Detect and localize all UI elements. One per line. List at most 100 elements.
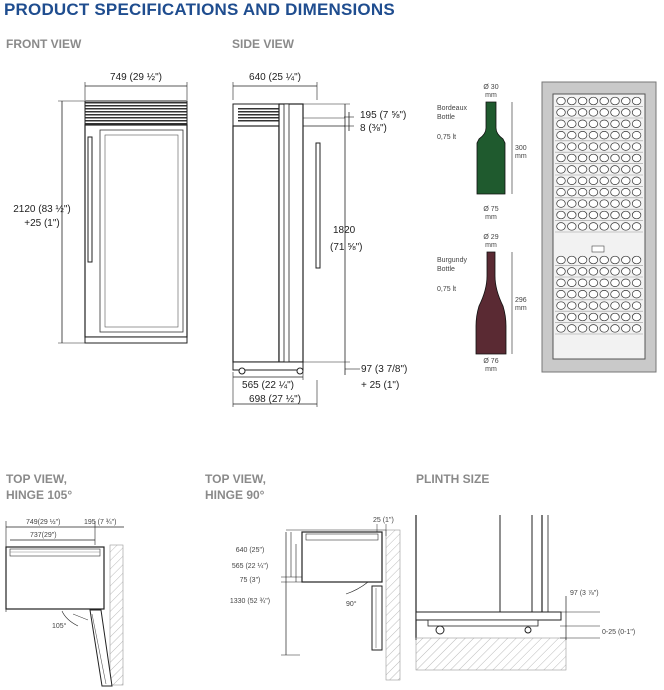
- rack-bottle: [567, 210, 577, 220]
- rack-bottle: [588, 119, 599, 128]
- rack-bottle: [621, 255, 631, 265]
- rack-bottle: [631, 301, 642, 310]
- rack-bottle: [556, 96, 566, 106]
- rack-bottle: [588, 222, 599, 231]
- burgundy-base-label: Ø 76: [483, 358, 498, 365]
- rack-bottle: [577, 188, 588, 197]
- bordeaux-bottle-spec: Bordeaux Bottle 0,75 lt Ø 30 mm 300 mm Ø…: [437, 84, 527, 221]
- burgundy-height-unit: mm: [515, 305, 527, 312]
- rack-bottle: [610, 210, 620, 220]
- rack-bottle: [621, 165, 631, 174]
- front-vent-grille: [84, 100, 188, 126]
- rack-bottle: [621, 222, 631, 231]
- rack-bottle: [621, 153, 631, 163]
- rack-bottle: [588, 210, 599, 220]
- front-door-handle: [87, 136, 93, 263]
- bordeaux-name-label: Bordeaux: [437, 105, 467, 112]
- rack-bottle: [556, 267, 566, 276]
- burgundy-name-label-2: Bottle: [437, 266, 455, 273]
- rack-bottle: [599, 188, 609, 197]
- rack-bottle: [577, 324, 588, 333]
- top-view-90-heading: TOP VIEW, HINGE 90°: [205, 472, 266, 502]
- rack-bottle: [567, 290, 577, 299]
- rack-bottle: [577, 165, 588, 174]
- rack-bottle: [631, 131, 642, 140]
- rack-bottle: [588, 312, 599, 322]
- rack-bottle: [599, 312, 609, 322]
- rack-bottle: [556, 142, 566, 151]
- rack-bottle: [610, 131, 620, 140]
- rack-bottle: [621, 119, 631, 128]
- rack-bottle: [621, 176, 631, 185]
- rack-bottle: [556, 278, 566, 287]
- plinth-base: [415, 611, 562, 621]
- top105-cabinet: [5, 546, 105, 610]
- rack-bottle: [556, 176, 566, 185]
- rack-bottle: [577, 301, 588, 310]
- top90-door-label: 75 (3"): [240, 577, 261, 584]
- rack-bottle: [567, 188, 577, 197]
- rack-bottle: [577, 290, 588, 299]
- bordeaux-height-label: 300: [515, 145, 527, 152]
- rack-bottle: [577, 119, 588, 128]
- rack-bottle: [610, 278, 620, 287]
- side-door-profile: [278, 103, 304, 363]
- side-view-heading: SIDE VIEW: [232, 37, 295, 51]
- rack-bottle: [610, 301, 620, 310]
- rack-bottle: [577, 278, 588, 287]
- rack-bottle: [599, 131, 609, 140]
- rack-bottle: [610, 188, 620, 197]
- rack-bottle: [588, 278, 599, 287]
- rack-bottle: [588, 108, 599, 117]
- rack-bottle: [631, 267, 642, 276]
- rack-bottle: [577, 142, 588, 151]
- rack-bottle: [610, 176, 620, 185]
- rack-bottle: [631, 324, 642, 333]
- rack-bottle: [610, 222, 620, 231]
- front-height-label: 2120 (83 ½"): [13, 204, 70, 215]
- rack-bottle: [631, 290, 642, 299]
- top-view-hinge-90: 25 (1") 90° 640 (25") 565 (22 ¼") 75 (3"…: [230, 517, 401, 681]
- top90-angle-label: 90°: [346, 600, 357, 608]
- side-bottom-label: 97 (3 7/8"): [361, 364, 407, 375]
- top90-depth-label: 640 (25"): [236, 547, 265, 554]
- rack-bottle: [631, 188, 642, 197]
- rack-bottle: [621, 312, 631, 322]
- rack-bottle: [567, 153, 577, 163]
- rack-bottle: [631, 278, 642, 287]
- rack-bottle: [556, 119, 566, 128]
- rack-bottle: [599, 290, 609, 299]
- rack-bottle: [631, 108, 642, 117]
- rack-bottle: [588, 142, 599, 151]
- rack-bottle: [556, 222, 566, 231]
- top-view-hinge-105: 749(29 ½") 195 (7 ¾") 737(29") 105°: [5, 518, 124, 687]
- side-door-handle: [315, 142, 321, 269]
- rack-bottle: [577, 96, 588, 106]
- rack-bottle: [567, 324, 577, 333]
- rack-bottle: [621, 301, 631, 310]
- side-total-depth-label: 698 (27 ½"): [249, 394, 301, 405]
- rack-bottle: [556, 165, 566, 174]
- rack-bottle: [610, 290, 620, 299]
- rack-bottle: [631, 312, 642, 322]
- rack-bottle: [610, 96, 620, 106]
- rack-bottle: [599, 96, 609, 106]
- rack-bottle: [567, 255, 577, 265]
- rack-bottle: [631, 119, 642, 128]
- top90-depth2-label: 565 (22 ¼"): [232, 563, 268, 570]
- top105-offset-label: 195 (7 ¾"): [84, 519, 116, 526]
- rack-bottle: [621, 108, 631, 117]
- rack-bottle: [577, 108, 588, 117]
- front-width-label: 749 (29 ½"): [110, 72, 162, 83]
- rack-bottle: [556, 188, 566, 197]
- rack-bottle: [621, 290, 631, 299]
- rack-bottle: [621, 278, 631, 287]
- rack-bottle: [631, 255, 642, 265]
- rack-bottle: [599, 255, 609, 265]
- side-top-gap-small-label: 8 (⅜"): [360, 123, 387, 134]
- burgundy-height-label: 296: [515, 297, 527, 304]
- rack-bottle: [599, 108, 609, 117]
- rack-bottle: [567, 278, 577, 287]
- rack-bottle: [577, 255, 588, 265]
- side-base-depth-label: 565 (22 ¼"): [242, 379, 294, 391]
